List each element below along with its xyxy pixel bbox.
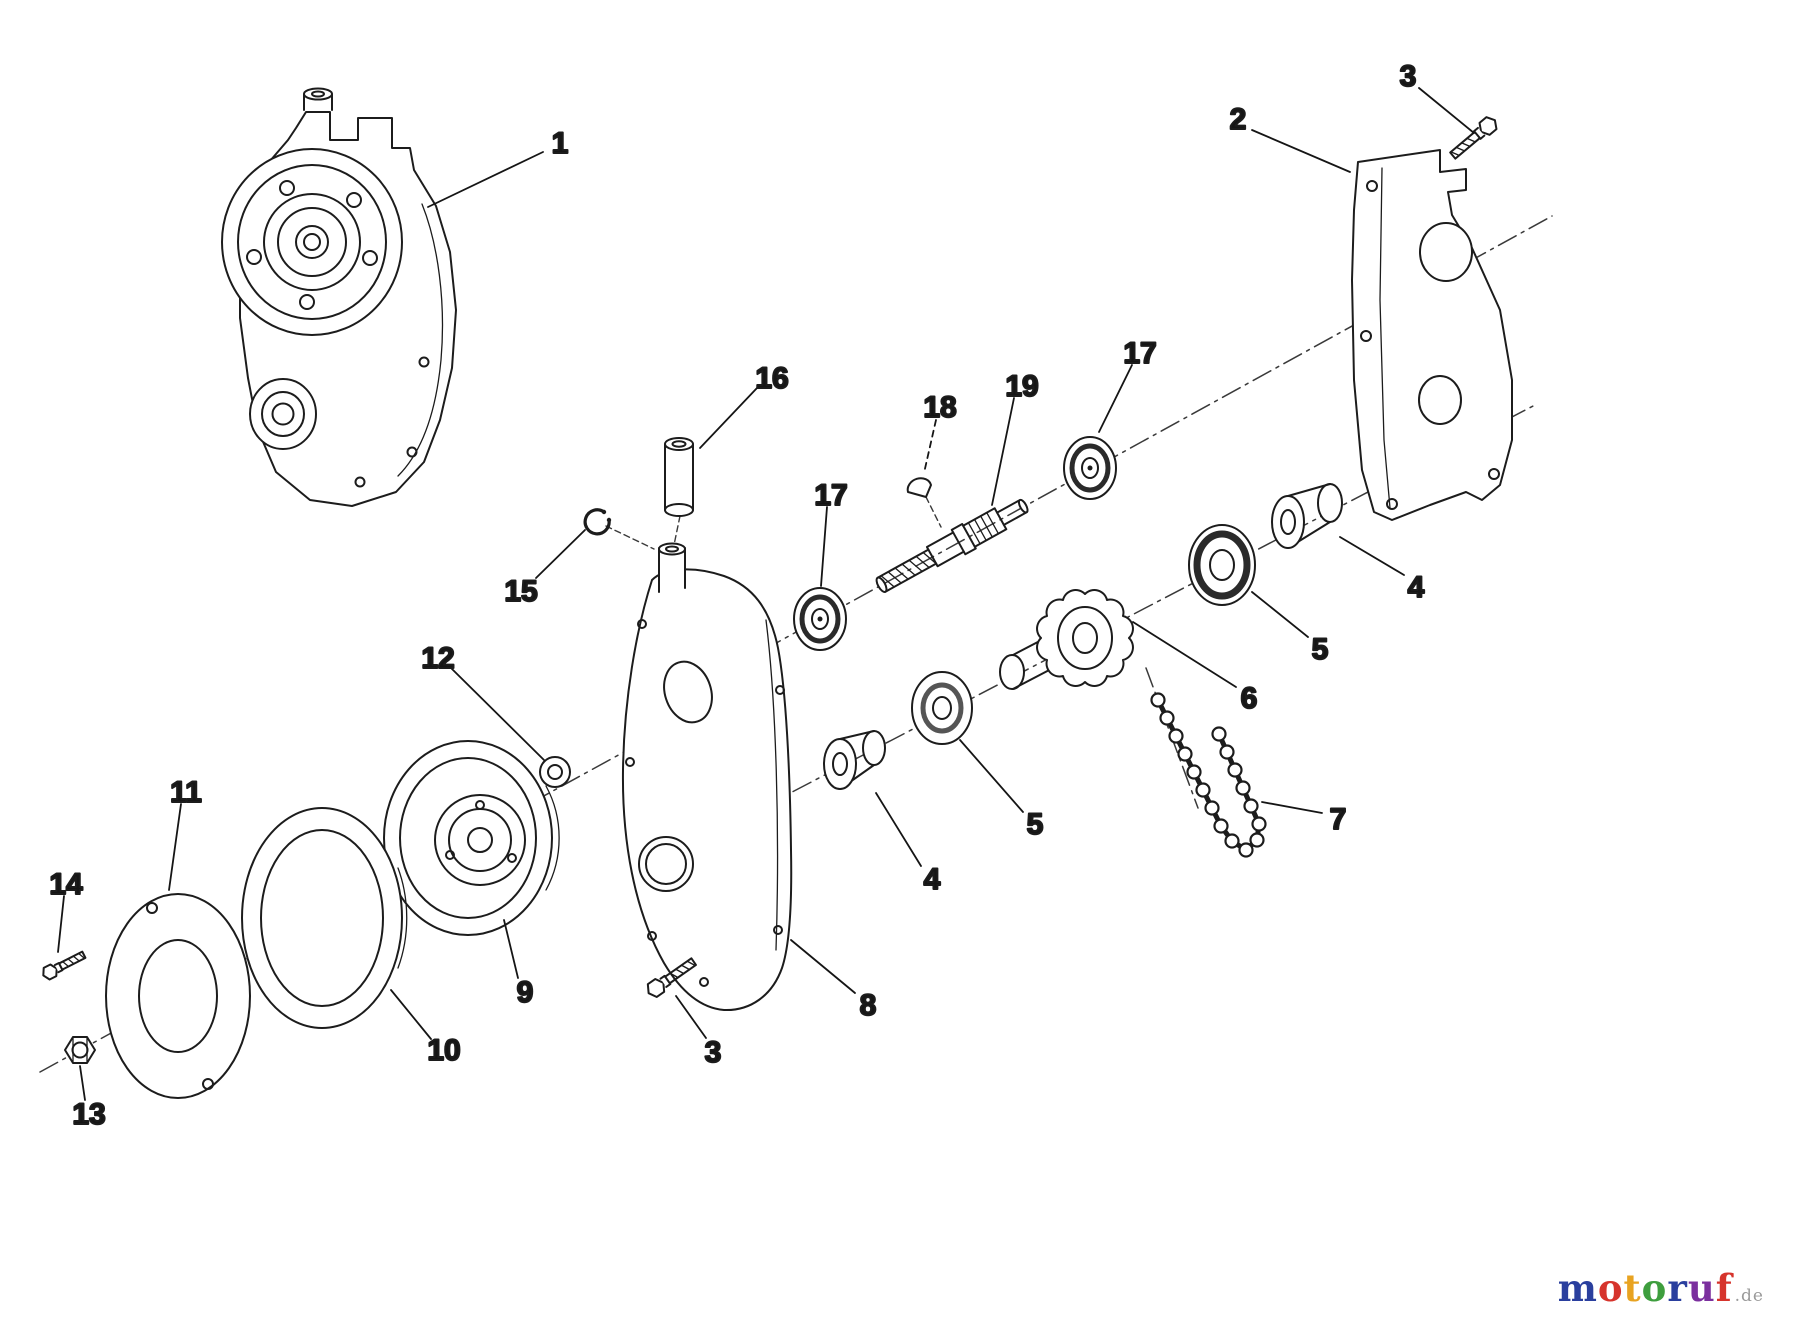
callout-leader-13 [79,1065,86,1101]
callout-label-13: 13 [72,1098,105,1131]
part-19-shaft [875,498,1029,593]
callout-label-3: 3 [705,1036,722,1069]
callout-leader-14 [57,895,65,953]
callout-leader-5 [1251,591,1309,638]
watermark-logo: motoruf.de [1558,1270,1764,1307]
callout-leader-9 [503,919,519,979]
callout-label-14: 14 [49,868,83,901]
part-10-ring [241,807,408,1029]
part-5-washer-left [911,671,973,745]
callout-leader-15 [535,529,586,579]
part-4-bushing-right [1271,483,1343,549]
part-3-screw-bottom [646,957,697,998]
part-14-bolt [42,950,87,981]
callout-label-3: 3 [1400,60,1417,93]
callout-label-19: 19 [1005,370,1038,403]
watermark-suffix: .de [1734,1286,1764,1306]
part-9-clutch-pulley [383,740,560,936]
callout-leader-19 [991,397,1015,506]
part-1-gearbox-assembly [221,87,457,507]
part-17-roller-right [1063,436,1117,500]
watermark-letter: o [1597,1266,1624,1310]
callout-label-12: 12 [421,642,454,675]
part-15-retaining-ring [583,508,612,536]
callout-label-16: 16 [755,362,788,395]
part-11-disc [105,893,251,1099]
callout-leader-18 [923,419,937,474]
callout-leader-3 [675,995,707,1039]
part-12-washer [539,756,571,788]
part-2-bracket [1351,149,1513,521]
callout-leader-4 [875,792,922,867]
callout-leader-8 [790,939,856,994]
callout-leader-2 [1251,129,1351,173]
watermark-letter: t [1623,1266,1642,1310]
callout-leader-1 [427,151,544,208]
callout-label-2: 2 [1230,103,1247,136]
callout-leader-10 [390,989,432,1040]
watermark-letter: o [1641,1266,1668,1310]
callout-label-15: 15 [504,575,537,608]
part-4-bushing-left [823,730,886,790]
part-3-screw-top [1449,116,1498,160]
callout-leader-4 [1339,536,1405,576]
part-16-spacer-tube [664,437,694,517]
callout-label-17: 17 [814,479,847,512]
part-7-chain [1150,692,1267,858]
callout-label-10: 10 [427,1034,460,1067]
callout-label-11: 11 [170,776,202,809]
part-5-bearing-right [1188,524,1256,606]
callout-leader-7 [1261,801,1323,814]
callout-leader-17 [1098,364,1133,433]
watermark-letter: f [1715,1266,1733,1310]
part-8-cover-plate [621,542,793,1012]
callout-label-4: 4 [1408,571,1425,604]
part-6-sprocket [999,589,1134,690]
callout-label-9: 9 [517,976,534,1009]
part-13-nut [64,1036,96,1064]
callout-label-17: 17 [1123,337,1156,370]
watermark-word: motoruf [1558,1266,1733,1310]
callout-label-5: 5 [1027,808,1044,841]
part-17-roller-left [793,587,847,651]
part-18-key [906,477,932,498]
callout-leader-16 [699,387,758,449]
watermark-letter: m [1557,1266,1598,1310]
callout-label-1: 1 [552,127,569,160]
callout-label-5: 5 [1312,633,1329,666]
callout-label-8: 8 [860,989,877,1022]
callout-label-4: 4 [924,863,941,896]
watermark-letter: r [1667,1266,1688,1310]
callout-label-6: 6 [1241,682,1258,715]
callout-leader-17 [820,506,828,587]
callout-label-18: 18 [923,391,956,424]
callout-leader-6 [1132,621,1237,688]
callout-leader-5 [959,739,1024,813]
watermark-letter: u [1687,1266,1716,1310]
callout-label-7: 7 [1330,803,1347,836]
callout-leader-11 [168,803,182,891]
callout-leader-3 [1418,87,1475,134]
callout-leader-12 [450,667,545,761]
